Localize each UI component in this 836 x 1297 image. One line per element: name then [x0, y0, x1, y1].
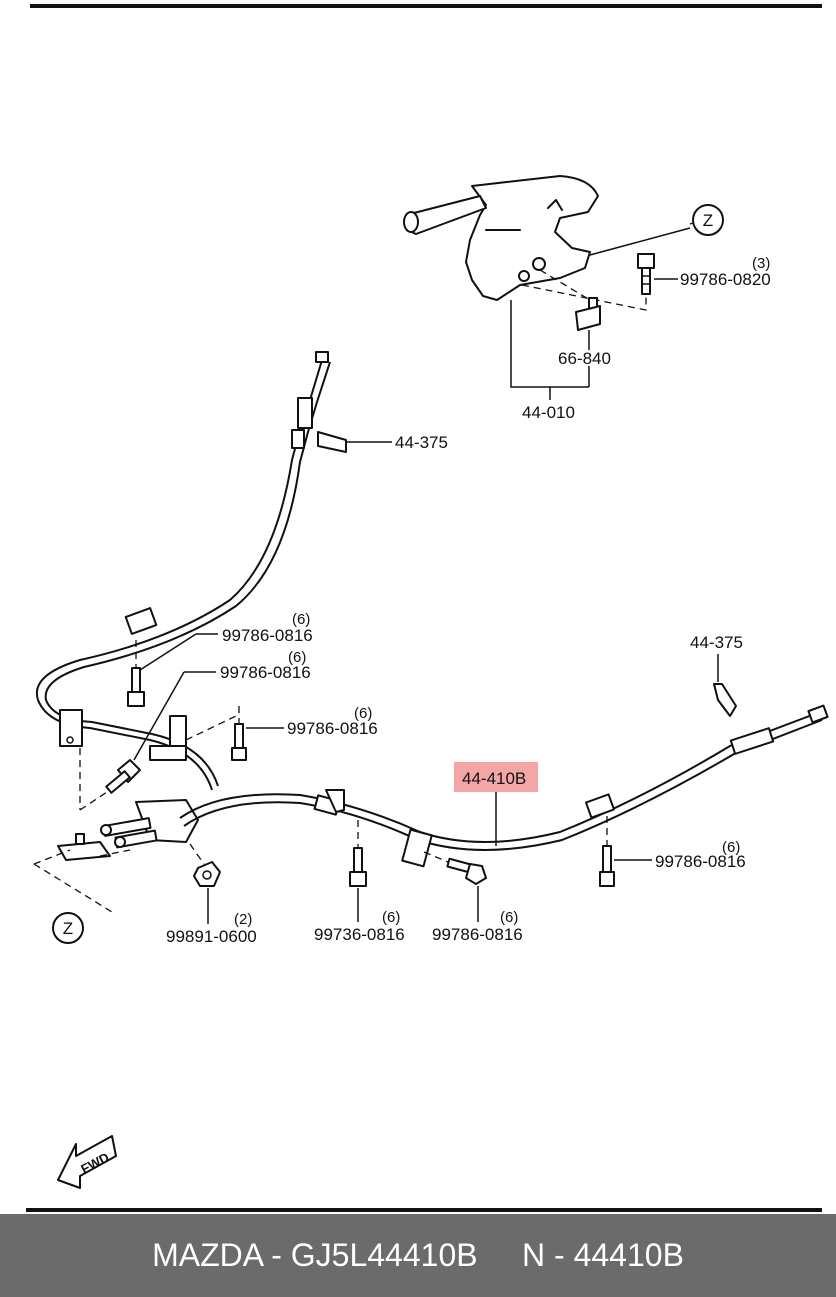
- bolt-e-label: 99736-0816: [314, 925, 405, 944]
- main-cable-label: 44-410B: [462, 769, 526, 788]
- bolt-a-qty: (6): [292, 611, 310, 628]
- ref-z-top-circle: [692, 204, 724, 236]
- bolt-d[interactable]: [599, 845, 615, 887]
- switch-label: 66-840: [558, 349, 611, 368]
- nut-label: 99891-0600: [166, 927, 257, 946]
- bolt-e[interactable]: [349, 847, 367, 887]
- bolt-top-label: 99786-0820: [680, 270, 771, 289]
- bolt-a[interactable]: [127, 667, 145, 707]
- front-cable[interactable]: [35, 351, 331, 791]
- bolt-d-qty: (6): [722, 839, 740, 856]
- bolt-e-qty: (6): [382, 909, 400, 926]
- bolt-c-qty: (6): [354, 705, 372, 722]
- brake-switch[interactable]: [575, 297, 601, 331]
- bolt-c[interactable]: [231, 723, 247, 761]
- bolt-top[interactable]: [637, 253, 655, 295]
- lever-assembly-label: 44-010: [522, 403, 575, 422]
- bolt-f-qty: (6): [500, 909, 518, 926]
- bracket-left[interactable]: [317, 431, 347, 453]
- bolt-a-label: 99786-0816: [222, 626, 313, 645]
- bolt-d-label: 99786-0816: [655, 852, 746, 871]
- main-cable-highlight: [454, 762, 538, 792]
- footer-bar: MAZDA - GJ5L44410B N - 44410B: [0, 1214, 836, 1297]
- brake-lever-assembly[interactable]: [403, 175, 691, 301]
- fwd-arrow-icon: FWD: [57, 1135, 117, 1189]
- bolt-b[interactable]: [105, 759, 141, 794]
- nut-qty: (2): [234, 911, 252, 928]
- ref-z-top: Z: [703, 211, 713, 230]
- bolt-b-label: 99786-0816: [220, 663, 311, 682]
- bracket-bottom-left[interactable]: [57, 833, 111, 861]
- nut[interactable]: [193, 861, 221, 887]
- bolt-b-qty: (6): [288, 649, 306, 666]
- ref-z-bottom-circle: [52, 912, 84, 944]
- bracket-left-label: 44-375: [395, 433, 448, 452]
- footer-part-number: MAZDA - GJ5L44410B N - 44410B: [152, 1237, 684, 1273]
- bolt-f[interactable]: [446, 857, 487, 885]
- bracket-right-label: 44-375: [690, 633, 743, 652]
- ref-z-bottom: Z: [63, 919, 73, 938]
- bracket-right[interactable]: [713, 683, 737, 717]
- bolt-c-label: 99786-0816: [287, 719, 378, 738]
- bolt-f-label: 99786-0816: [432, 925, 523, 944]
- equalizer[interactable]: [100, 715, 199, 849]
- bolt-top-qty: (3): [752, 255, 770, 272]
